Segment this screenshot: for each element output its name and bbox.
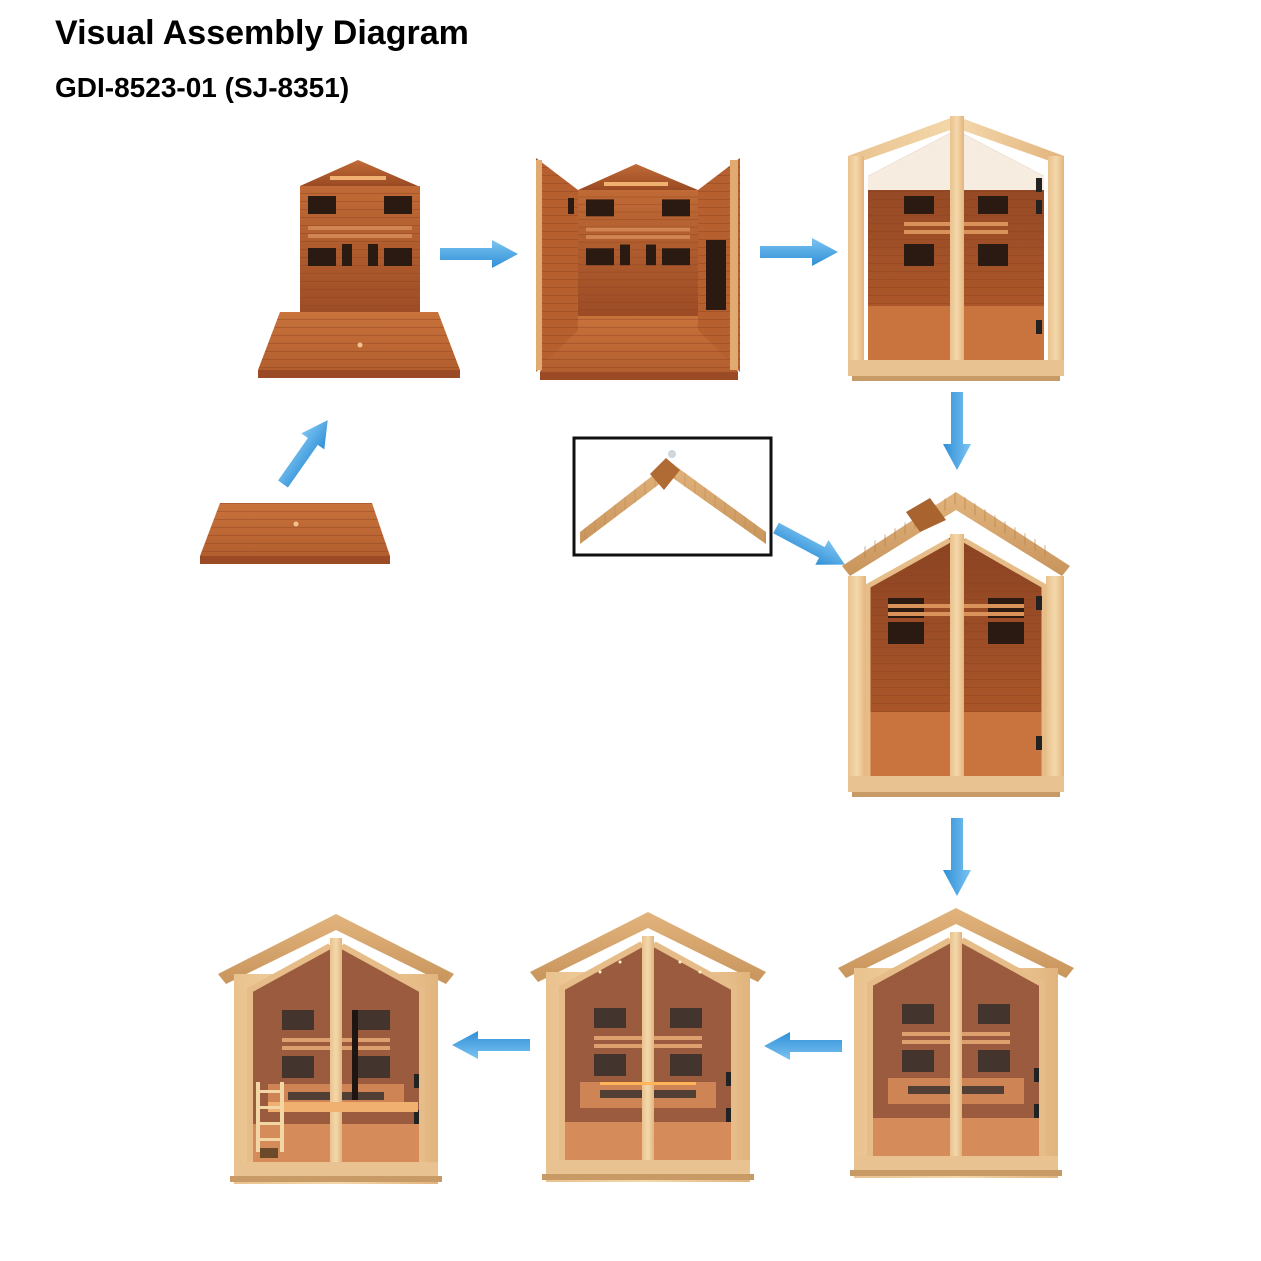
arrow-down-icon bbox=[943, 392, 971, 470]
arrow-diagonal-icon bbox=[769, 515, 852, 577]
arrow-left-icon bbox=[764, 1032, 842, 1060]
step-roof-installed bbox=[842, 492, 1070, 797]
step-side-walls bbox=[536, 158, 740, 380]
arrow-left-icon bbox=[452, 1031, 530, 1059]
step-back-wall bbox=[258, 160, 460, 378]
step-interior-lighting bbox=[530, 912, 766, 1182]
arrow-down-icon bbox=[943, 818, 971, 896]
step-front-trim bbox=[838, 908, 1074, 1178]
step-roof-panel-detail bbox=[572, 436, 773, 557]
arrow-right-icon bbox=[440, 240, 518, 268]
model-number: GDI-8523-01 (SJ-8351) bbox=[55, 72, 350, 103]
page-title: Visual Assembly Diagram bbox=[55, 14, 469, 52]
step-bench-accessories bbox=[218, 914, 454, 1184]
arrow-up-icon bbox=[271, 412, 340, 493]
arrow-right-icon bbox=[760, 238, 838, 266]
step-front-frame bbox=[848, 116, 1064, 381]
step-floor-platform bbox=[200, 503, 390, 564]
